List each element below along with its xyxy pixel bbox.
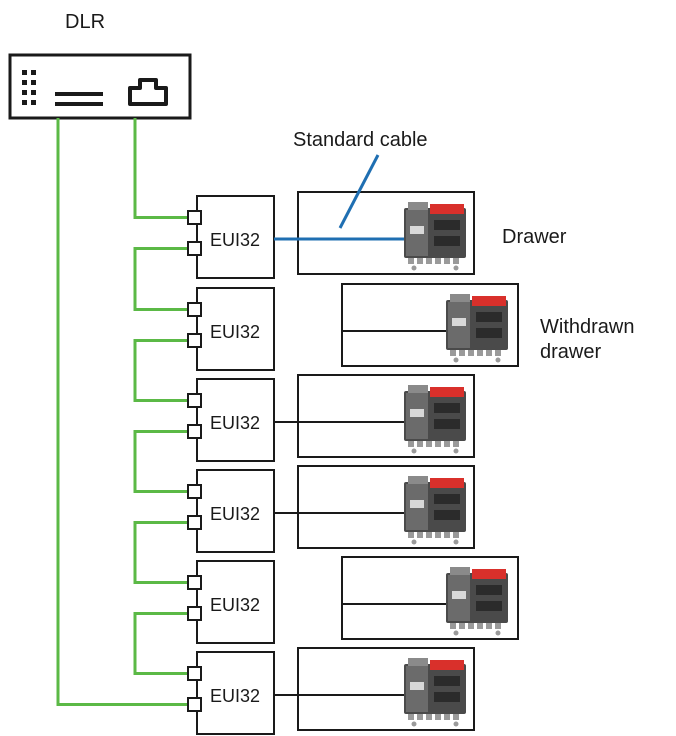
withdrawn-drawer-label-line1: Withdrawn bbox=[540, 316, 634, 338]
module-row: EUI32 bbox=[187, 647, 475, 735]
network-port bbox=[187, 302, 202, 317]
module-row: EUI32 bbox=[187, 191, 475, 279]
network-port bbox=[187, 393, 202, 408]
module-row: EUI32 bbox=[187, 556, 519, 644]
network-port bbox=[187, 424, 202, 439]
network-port bbox=[187, 666, 202, 681]
standard-cable bbox=[274, 154, 404, 241]
module-row: EUI32 bbox=[187, 465, 475, 553]
dlr-switch-icon bbox=[8, 53, 192, 120]
ring-link bbox=[133, 247, 188, 311]
network-port bbox=[187, 333, 202, 348]
eui32-label: EUI32 bbox=[210, 413, 260, 433]
network-port bbox=[187, 241, 202, 256]
relay-device-icon bbox=[446, 294, 508, 363]
network-port bbox=[187, 210, 202, 225]
ring-link bbox=[133, 430, 188, 493]
network-port bbox=[187, 484, 202, 499]
ring-link bbox=[56, 118, 188, 706]
eui32-label: EUI32 bbox=[210, 230, 260, 250]
module-row: EUI32 bbox=[187, 374, 475, 462]
withdrawn-drawer-label-line2: drawer bbox=[540, 341, 601, 363]
ring-link bbox=[133, 339, 188, 402]
network-port bbox=[187, 515, 202, 530]
eui32-module bbox=[196, 560, 275, 644]
dlr-label: DLR bbox=[65, 11, 105, 33]
eui32-module bbox=[196, 195, 275, 279]
eui32-label: EUI32 bbox=[210, 686, 260, 706]
eui32-label: EUI32 bbox=[210, 595, 260, 615]
module-row: EUI32 bbox=[187, 283, 519, 371]
eui32-module bbox=[196, 378, 275, 462]
network-port bbox=[187, 697, 202, 712]
network-port bbox=[187, 606, 202, 621]
eui32-module bbox=[196, 651, 275, 735]
relay-device-icon bbox=[404, 202, 466, 271]
relay-device-icon bbox=[446, 567, 508, 636]
ring-link bbox=[133, 118, 188, 219]
eui32-label: EUI32 bbox=[210, 322, 260, 342]
standard-cable-label: Standard cable bbox=[293, 129, 428, 151]
eui32-label: EUI32 bbox=[210, 504, 260, 524]
ring-link bbox=[133, 521, 188, 584]
drawer-label: Drawer bbox=[502, 226, 567, 248]
relay-device-icon bbox=[404, 476, 466, 545]
eui32-module bbox=[196, 469, 275, 553]
eui32-module bbox=[196, 287, 275, 371]
network-port bbox=[187, 575, 202, 590]
ring-cabling bbox=[56, 118, 188, 706]
ethernet-port-icon bbox=[128, 78, 168, 106]
relay-device-icon bbox=[404, 385, 466, 454]
ring-link bbox=[133, 612, 188, 675]
relay-device-icon bbox=[404, 658, 466, 727]
